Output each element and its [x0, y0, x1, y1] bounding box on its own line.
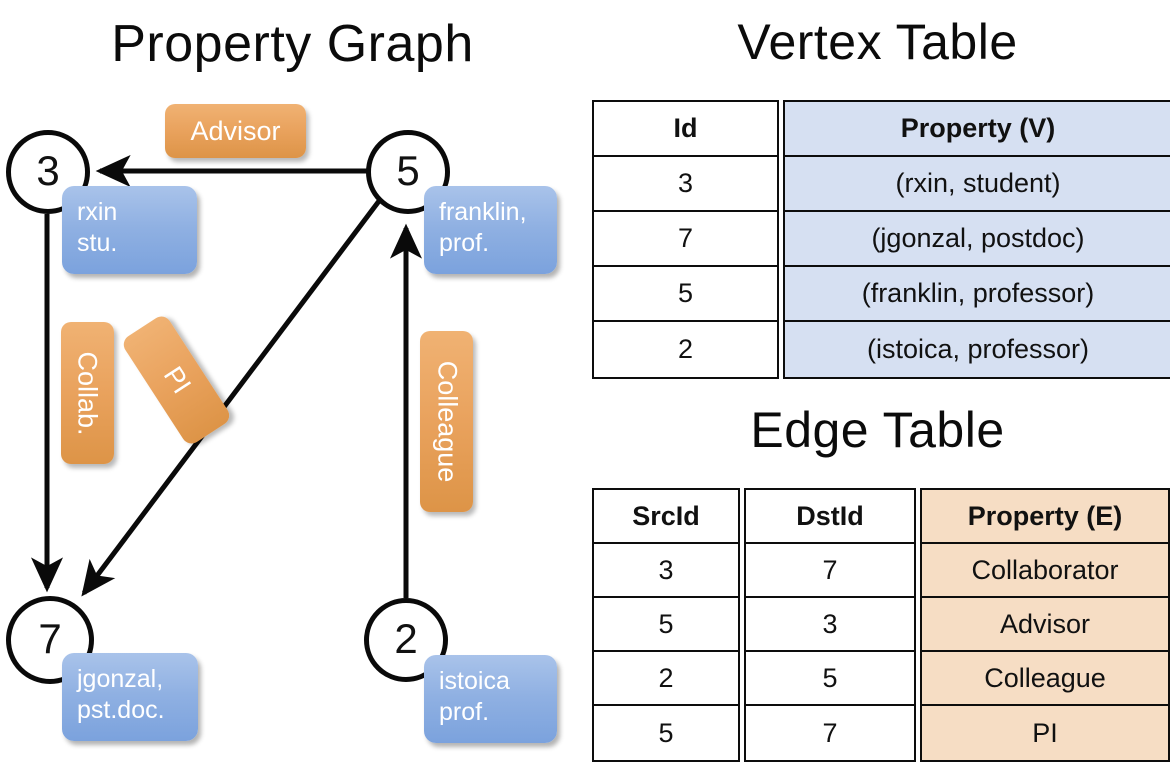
- page-title-property-graph: Property Graph: [111, 15, 474, 73]
- vertex-table-cell-property-2: (jgonzal, postdoc): [785, 212, 1170, 267]
- edge-table-column-srcid: SrcId 3 5 2 5: [592, 488, 740, 762]
- graph-node-7-label: 7: [38, 615, 62, 662]
- edge-label-colleague-text: Colleague: [432, 360, 462, 483]
- edge-table-cell-property-1: Collaborator: [922, 544, 1168, 598]
- edge-table-column-property: Property (E) Collaborator Advisor Collea…: [920, 488, 1170, 762]
- edge-table-cell-src-3: 2: [594, 652, 738, 706]
- edge-label-advisor: Advisor: [165, 104, 306, 158]
- graph-node-2[interactable]: 2: [364, 598, 448, 682]
- edge-table: SrcId 3 5 2 5 DstId 7 3 5 7 Property (E)…: [592, 488, 1170, 762]
- vertex-table-column-property: Property (V) (rxin, student) (jgonzal, p…: [783, 100, 1170, 379]
- vertex-table-cell-property-1: (rxin, student): [785, 157, 1170, 212]
- vertex-table-header-id: Id: [594, 102, 777, 157]
- edge-line-5-to-7: [81, 199, 381, 597]
- graph-edges-svg: [30, 154, 423, 598]
- edge-table-cell-dst-2: 3: [746, 598, 914, 652]
- graph-node-3-label: 3: [36, 147, 60, 194]
- page-title-vertex-table: Vertex Table: [737, 14, 1018, 70]
- vertex-property-callout-5: franklin, prof.: [424, 186, 557, 274]
- edge-table-cell-property-4: PI: [1032, 717, 1058, 748]
- graph-node-5[interactable]: 5: [366, 130, 450, 214]
- graph-node-5-label: 5: [396, 147, 420, 194]
- edge-table-cell-dst-4: 7: [746, 706, 914, 760]
- graph-node-2-label: 2: [394, 615, 418, 662]
- edge-table-cell-src-1: 3: [594, 544, 738, 598]
- edge-table-header-property: Property (E): [922, 490, 1168, 544]
- vertex-table-cell-property-4: (istoica, professor): [866, 334, 1090, 364]
- vertex-table-cell-property-3: (franklin, professor): [785, 267, 1170, 322]
- vertex-property-callout-7: jgonzal, pst.doc.: [62, 653, 198, 741]
- edge-table-cell-src-2: 5: [594, 598, 738, 652]
- edge-label-collab-text: Collab.: [73, 350, 104, 436]
- edge-table-cell-property-2: Advisor: [922, 598, 1168, 652]
- edge-label-colleague: Colleague: [420, 331, 473, 512]
- property-graph-diagram: 3 5 7 2 rxin stu. franklin, prof. jgonza…: [0, 0, 585, 760]
- edge-table-header-srcid: SrcId: [594, 490, 738, 544]
- edge-table-cell-src-4: 5: [594, 706, 738, 760]
- page-title-edge-table: Edge Table: [750, 402, 1005, 458]
- vertex-table-cell-id-2: 7: [594, 212, 777, 267]
- edge-label-collab: Collab.: [61, 322, 114, 464]
- edge-table-cell-dst-3: 5: [746, 652, 914, 706]
- edge-table-header-dstid: DstId: [746, 490, 914, 544]
- vertex-table-column-id: Id 3 7 5 2: [592, 100, 779, 379]
- vertex-table-header-property: Property (V): [785, 102, 1170, 157]
- edge-table-cell-dst-1: 7: [746, 544, 914, 598]
- edge-table-cell-property-3: Colleague: [922, 652, 1168, 706]
- vertex-property-callout-2: istoica prof.: [424, 655, 557, 743]
- vertex-table: Id 3 7 5 2 Property (V) (rxin, student) …: [592, 100, 1170, 379]
- vertex-table-cell-id-1: 3: [594, 157, 777, 212]
- edge-label-advisor-text: Advisor: [190, 115, 281, 146]
- edge-label-pi-text: PI: [157, 360, 197, 399]
- vertex-table-cell-id-3: 5: [594, 267, 777, 322]
- vertex-table-cell-id-4: 2: [594, 322, 777, 377]
- vertex-property-callout-3: rxin stu.: [62, 186, 197, 274]
- edge-table-column-dstid: DstId 7 3 5 7: [744, 488, 916, 762]
